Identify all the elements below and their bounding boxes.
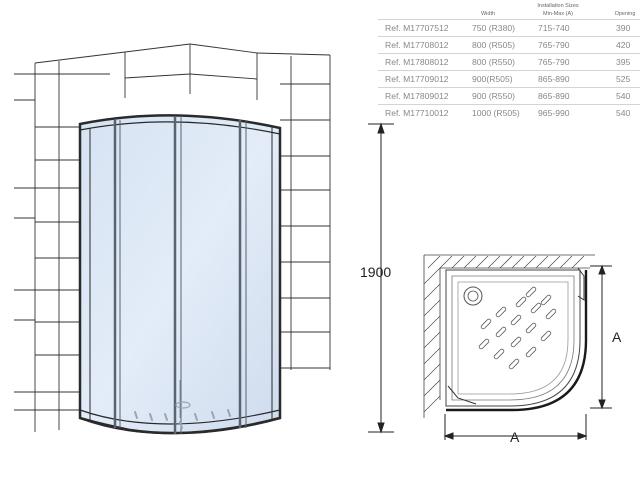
table-rule [378,87,640,88]
ref-cell: Ref. M17808012 [385,57,449,67]
install-cell: 715-740 [538,23,570,33]
height-label: 1900 [360,264,392,280]
opening-cell: 525 [616,74,631,84]
table-rule [378,36,640,37]
opening-cell: 540 [616,91,631,101]
ref-cell: Ref. M17707512 [385,23,449,33]
width-cell: 900 (R550) [472,91,515,101]
side-a-label: A [612,329,622,345]
ref-cell: Ref. M17708012 [385,40,449,50]
bottom-a-label: A [510,429,520,445]
ref-cell: Ref. M17809012 [385,91,449,101]
opening-cell: 395 [616,57,631,67]
plan-view [423,254,612,440]
header-installation-sizes: Installation Sizes Min-Max (A) [513,3,603,17]
width-cell: 900(R505) [472,74,513,84]
spec-table: Width Installation Sizes Min-Max (A) Ope… [378,2,640,122]
table-rule [378,70,640,71]
enclosure-glass [78,114,282,435]
opening-cell: 390 [616,23,631,33]
install-cell: 865-890 [538,74,570,84]
width-cell: 800 (R505) [472,40,515,50]
opening-cell: 420 [616,40,631,50]
header-width: Width [480,11,496,17]
width-cell: 750 (R380) [472,23,515,33]
table-rule [378,104,640,105]
table-rule [378,19,640,20]
table-rule [378,53,640,54]
install-cell: 865-890 [538,91,570,101]
tile-wall [14,43,331,432]
install-cell: 965-990 [538,108,570,118]
width-cell: 800 (R550) [472,57,515,67]
install-cell: 765-790 [538,57,570,67]
header-install-line2: Min-Max (A) [543,11,573,17]
height-dimension [368,122,394,434]
ref-cell: Ref. M17709012 [385,74,449,84]
header-install-line1: Installation Sizes [537,3,579,9]
opening-cell: 540 [616,108,631,118]
ref-cell: Ref. M17710012 [385,108,449,118]
width-cell: 1000 (R505) [472,108,520,118]
header-opening: Opening [614,11,636,17]
install-cell: 765-790 [538,40,570,50]
